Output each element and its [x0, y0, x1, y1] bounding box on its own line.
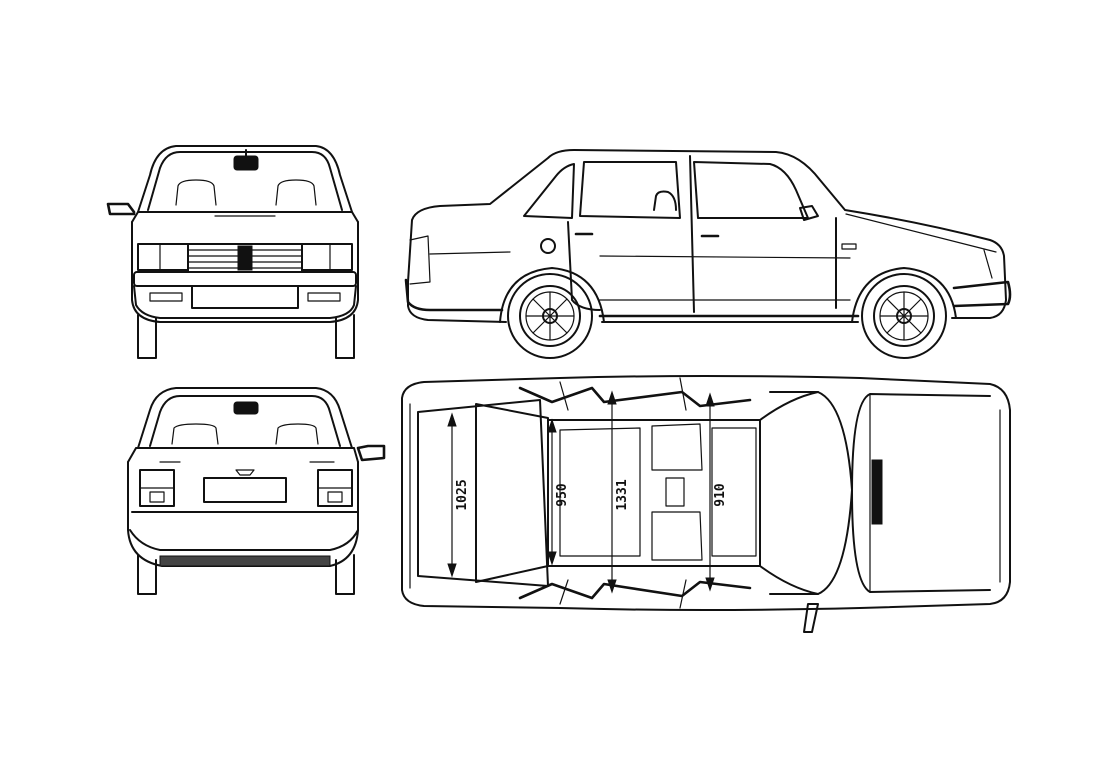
dimension-label-cargo-length: 1025	[455, 479, 470, 510]
rear-wheel	[507, 273, 593, 359]
dimension-label-interior-width: 1331	[615, 479, 630, 510]
top-view: 1025 950 1331 910	[401, 375, 1011, 633]
dimension-lines	[447, 390, 715, 594]
dimension-label-rear-seat-width: 950	[555, 483, 570, 507]
front-view	[106, 145, 359, 359]
side-view	[404, 149, 1012, 359]
dimension-labels: 1025 950 1331 910	[455, 479, 728, 510]
front-wheel	[861, 273, 947, 359]
dimension-label-front-width: 910	[713, 483, 728, 507]
rear-view	[127, 387, 386, 595]
